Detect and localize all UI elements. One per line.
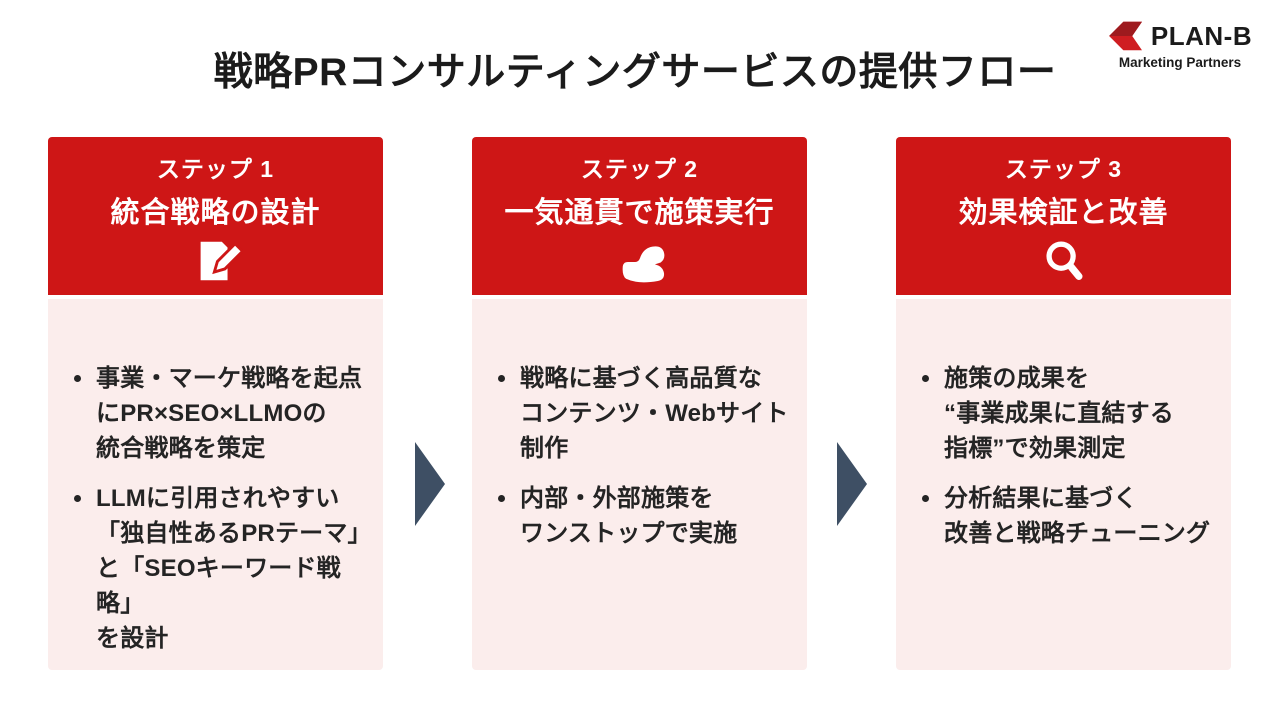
step-2-title: 一気通貫で施策実行	[504, 197, 775, 229]
bullet-dot	[922, 495, 929, 502]
flexed-arm-icon	[622, 246, 664, 283]
list-item: 事業・マーケ戦略を起点 にPR×SEO×LLMOの 統合戦略を策定	[74, 361, 377, 466]
bullet-text: 事業・マーケ戦略を起点 にPR×SEO×LLMOの 統合戦略を策定	[96, 365, 363, 462]
page-title: 戦略PRコンサルティングサービスの提供フロー	[213, 51, 1057, 94]
step-1-label: ステップ 1	[156, 156, 275, 182]
step-card-1: ステップ 1 統合戦略の設計 事業・マーケ戦略を起点 にPR×SEO×LLMOの…	[48, 137, 383, 670]
list-item: 施策の成果を “事業成果に直結する 指標”で効果測定	[922, 361, 1225, 466]
list-item: 内部・外部施策を ワンストップで実施	[498, 481, 801, 551]
plan-b-logo-row: PLAN-B	[1100, 20, 1260, 52]
logo-subtitle: Marketing Partners	[1118, 55, 1242, 70]
bullet-dot	[74, 375, 81, 382]
bullet-text: 施策の成果を “事業成果に直結する 指標”で効果測定	[944, 365, 1174, 462]
logo-wordmark: PLAN-B	[1150, 20, 1253, 51]
bullet-dot	[922, 375, 929, 382]
plan-b-logo: PLAN-B Marketing Partners	[1100, 20, 1260, 70]
bullet-dot	[498, 495, 505, 502]
step-card-2: ステップ 2 一気通貫で施策実行 戦略に基づく高品質な コンテンツ・Webサイト…	[472, 137, 807, 670]
step-2-body: 戦略に基づく高品質な コンテンツ・Webサイト 制作 内部・外部施策を ワンスト…	[472, 299, 807, 670]
flow-arrow-right-icon	[415, 442, 445, 526]
flow-arrow-right-icon	[837, 442, 867, 526]
memo-pencil-icon	[200, 241, 243, 281]
plan-b-logo-icon	[1109, 21, 1142, 51]
step-1-title: 統合戦略の設計	[110, 197, 321, 229]
bullet-text: 内部・外部施策を ワンストップで実施	[520, 485, 738, 547]
bullet-dot	[74, 495, 81, 502]
step-3-title: 効果検証と改善	[958, 197, 1169, 229]
bullet-text: 戦略に基づく高品質な コンテンツ・Webサイト 制作	[520, 365, 789, 462]
step-2-label: ステップ 2	[580, 156, 699, 182]
step-1-body: 事業・マーケ戦略を起点 にPR×SEO×LLMOの 統合戦略を策定 LLMに引用…	[48, 299, 383, 670]
step-card-3: ステップ 3 効果検証と改善 施策の成果を “事業成果に直結する 指標”で効果測…	[896, 137, 1231, 670]
step-3-label: ステップ 3	[1004, 156, 1123, 182]
list-item: 戦略に基づく高品質な コンテンツ・Webサイト 制作	[498, 361, 801, 466]
step-2-header: ステップ 2 一気通貫で施策実行	[472, 137, 807, 295]
list-item: LLMに引用されやすい 「独自性あるPRテーマ」 と「SEOキーワード戦略」 を…	[74, 481, 377, 656]
bullet-dot	[498, 375, 505, 382]
bullet-text: LLMに引用されやすい 「独自性あるPRテーマ」 と「SEOキーワード戦略」 を…	[96, 485, 372, 652]
step-3-header: ステップ 3 効果検証と改善	[896, 137, 1231, 295]
bullet-text: 分析結果に基づく 改善と戦略チューニング	[944, 485, 1211, 547]
list-item: 分析結果に基づく 改善と戦略チューニング	[922, 481, 1225, 551]
magnifier-icon	[1045, 241, 1083, 280]
step-1-header: ステップ 1 統合戦略の設計	[48, 137, 383, 295]
step-3-body: 施策の成果を “事業成果に直結する 指標”で効果測定 分析結果に基づく 改善と戦…	[896, 299, 1231, 670]
